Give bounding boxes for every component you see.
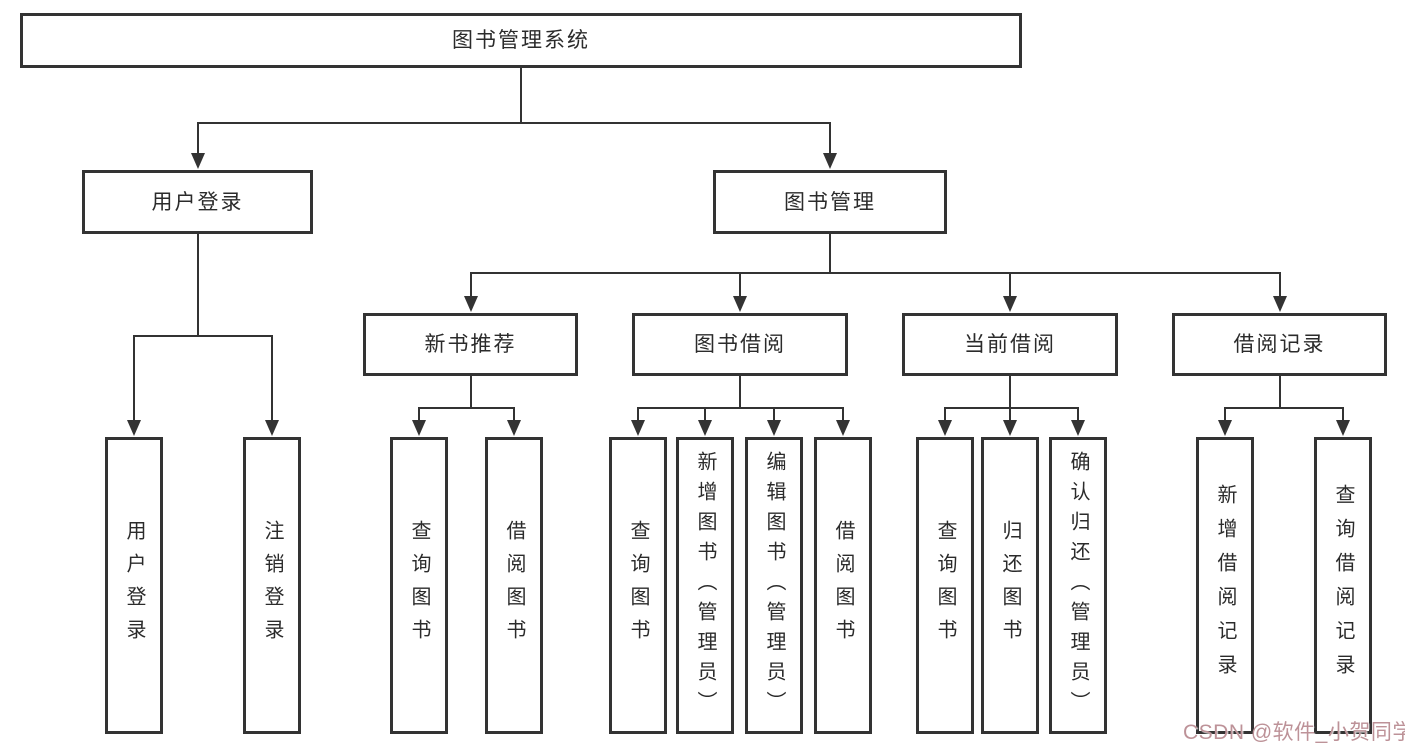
connector-drop-rec-query: [418, 407, 420, 421]
node-br-add: 新增借阅记录: [1196, 437, 1254, 734]
arrowhead-down-icon-borrowing-records: [1272, 296, 1287, 312]
connector-stem-book-borrowing: [739, 376, 741, 407]
node-logout-label: 注销登录: [261, 519, 283, 652]
connector-drop-bb-add: [704, 407, 706, 421]
connector-drop-bb-lend: [842, 407, 844, 421]
csdn-watermark: CSDN @软件_小贺同学: [1183, 721, 1405, 744]
connector-drop-new-book-recommend: [469, 272, 472, 297]
node-new-book-recommend: 新书推荐: [363, 313, 578, 376]
node-cb-query-label: 查询图书: [934, 519, 956, 652]
connector-branch-system-root: [196, 122, 831, 124]
node-bb-add-label: 新增图书（管理员）: [694, 450, 716, 721]
arrowhead-down-icon-logout: [265, 420, 279, 436]
node-login: 用户登录: [105, 437, 163, 734]
node-borrowing-records: 借阅记录: [1172, 313, 1387, 376]
node-cb-return-label: 归还图书: [999, 519, 1021, 652]
connector-drop-login: [133, 335, 135, 421]
connector-drop-logout: [271, 335, 273, 421]
connector-branch-user-login: [133, 335, 273, 337]
node-logout: 注销登录: [243, 437, 301, 734]
connector-drop-br-query: [1342, 407, 1344, 421]
node-rec-query: 查询图书: [390, 437, 448, 734]
node-cb-query: 查询图书: [916, 437, 974, 734]
node-rec-borrow: 借阅图书: [485, 437, 543, 734]
node-new-book-recommend-label: 新书推荐: [424, 333, 517, 356]
node-br-query-label: 查询借阅记录: [1332, 483, 1354, 688]
node-rec-borrow-label: 借阅图书: [503, 519, 525, 652]
connector-branch-book-borrowing: [637, 407, 844, 409]
connector-stem-current-borrowing: [1009, 376, 1011, 407]
connector-branch-new-book-recommend: [418, 407, 515, 409]
connector-branch-book-management: [469, 272, 1281, 274]
arrowhead-down-icon-bb-add: [698, 420, 712, 436]
node-user-login: 用户登录: [82, 170, 313, 234]
arrowhead-down-icon-bb-lend: [836, 420, 850, 436]
node-br-add-label: 新增借阅记录: [1214, 483, 1236, 688]
connector-stem-book-management: [829, 234, 831, 272]
node-br-query: 查询借阅记录: [1314, 437, 1372, 734]
connector-drop-bb-query: [637, 407, 639, 421]
arrowhead-down-icon-rec-borrow: [507, 420, 521, 436]
arrowhead-down-icon-user-login: [190, 153, 205, 169]
node-bb-edit-label: 编辑图书（管理员）: [763, 450, 785, 721]
node-cb-confirm-label: 确认归还（管理员）: [1067, 450, 1089, 721]
node-bb-lend-label: 借阅图书: [832, 519, 854, 652]
node-bb-edit: 编辑图书（管理员）: [745, 437, 803, 734]
connector-drop-current-borrowing: [1009, 272, 1011, 297]
node-cb-confirm: 确认归还（管理员）: [1049, 437, 1107, 734]
connector-stem-system-root: [520, 68, 522, 122]
arrowhead-down-icon-book-management: [823, 153, 837, 169]
connector-stem-new-book-recommend: [469, 376, 472, 407]
node-current-borrowing-label: 当前借阅: [964, 333, 1056, 356]
node-current-borrowing: 当前借阅: [902, 313, 1118, 376]
arrowhead-down-icon-bb-edit: [767, 420, 781, 436]
connector-branch-borrowing-records: [1224, 407, 1344, 409]
node-bb-add: 新增图书（管理员）: [676, 437, 734, 734]
node-bb-query-label: 查询图书: [627, 519, 649, 652]
arrowhead-down-icon-book-borrowing: [733, 296, 747, 312]
connector-drop-bb-edit: [773, 407, 775, 421]
node-book-borrowing: 图书借阅: [632, 313, 848, 376]
connector-drop-cb-query: [944, 407, 946, 421]
node-borrowing-records-label: 借阅记录: [1233, 333, 1326, 356]
arrowhead-down-icon-new-book-recommend: [463, 296, 478, 312]
connector-branch-current-borrowing: [944, 407, 1079, 409]
arrowhead-down-icon-current-borrowing: [1003, 296, 1017, 312]
arrowhead-down-icon-cb-return: [1003, 420, 1017, 436]
node-login-label: 用户登录: [123, 519, 145, 652]
connector-drop-borrowing-records: [1278, 272, 1281, 297]
connector-stem-borrowing-records: [1278, 376, 1281, 407]
arrowhead-down-icon-br-add: [1218, 420, 1232, 436]
connector-drop-book-management: [829, 122, 831, 154]
arrowhead-down-icon-bb-query: [631, 420, 645, 436]
node-system-root: 图书管理系统: [20, 13, 1022, 68]
connector-drop-book-borrowing: [739, 272, 741, 297]
arrowhead-down-icon-cb-confirm: [1071, 420, 1085, 436]
node-book-borrowing-label: 图书借阅: [694, 333, 786, 356]
node-book-management-label: 图书管理: [784, 190, 876, 214]
node-user-login-label: 用户登录: [151, 190, 244, 214]
connector-stem-user-login: [196, 234, 199, 335]
node-rec-query-label: 查询图书: [408, 519, 430, 652]
node-bb-query: 查询图书: [609, 437, 667, 734]
arrowhead-down-icon-br-query: [1336, 420, 1350, 436]
connector-drop-br-add: [1224, 407, 1226, 421]
node-cb-return: 归还图书: [981, 437, 1039, 734]
node-book-management: 图书管理: [713, 170, 947, 234]
connector-drop-user-login: [196, 122, 199, 154]
arrowhead-down-icon-rec-query: [412, 420, 426, 436]
connector-drop-cb-confirm: [1077, 407, 1079, 421]
node-bb-lend: 借阅图书: [814, 437, 872, 734]
node-system-root-label: 图书管理系统: [452, 29, 590, 52]
connector-drop-rec-borrow: [513, 407, 515, 421]
arrowhead-down-icon-cb-query: [938, 420, 952, 436]
arrowhead-down-icon-login: [127, 420, 141, 436]
connector-drop-cb-return: [1009, 407, 1011, 421]
